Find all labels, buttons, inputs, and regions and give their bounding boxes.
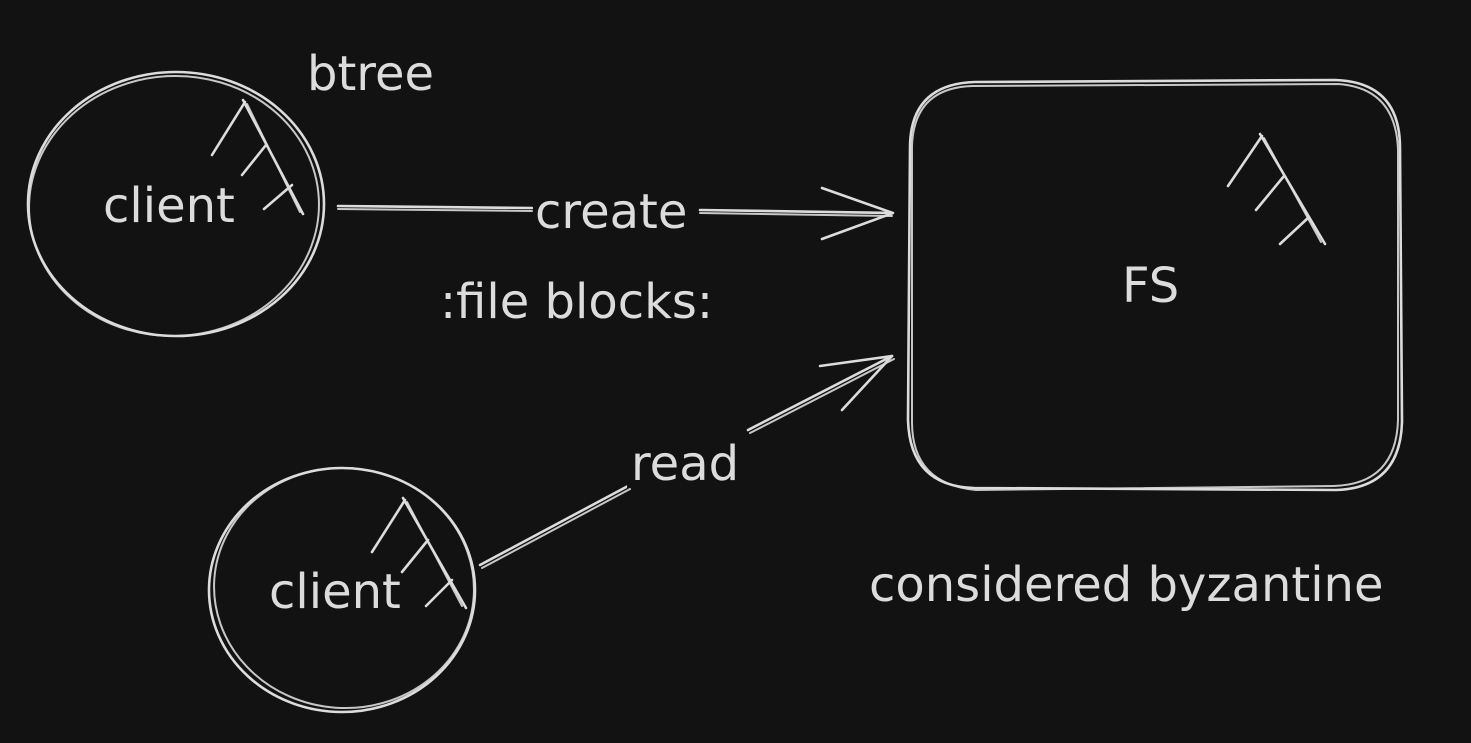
client-top-label: client	[103, 178, 235, 234]
create-label: create	[533, 184, 690, 240]
create-arrow[interactable]	[336, 186, 895, 241]
fs-label: FS	[1122, 258, 1180, 314]
byzantine-label: considered byzantine	[869, 557, 1384, 613]
fs-box[interactable]	[906, 78, 1404, 492]
file-blocks-label: :file blocks:	[440, 274, 714, 330]
read-arrow[interactable]	[478, 354, 895, 569]
tree-icon	[370, 496, 468, 610]
client-bottom-circle[interactable]	[206, 459, 482, 717]
btree-label: btree	[307, 46, 435, 102]
tree-icon	[1226, 132, 1327, 246]
tree-icon	[210, 98, 305, 216]
client-top-circle[interactable]	[22, 69, 326, 344]
client-bottom-label: client	[269, 564, 401, 620]
read-label: read	[627, 440, 744, 488]
